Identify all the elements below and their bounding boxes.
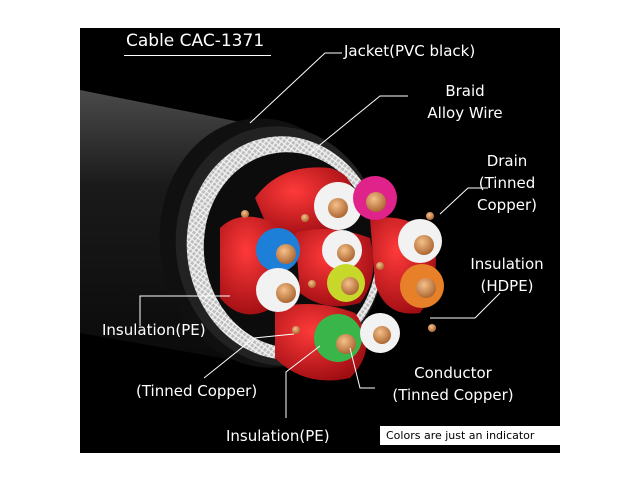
diagram-title: Cable CAC-1371 (126, 31, 265, 51)
label-insulation-pe-left: Insulation(PE) (102, 321, 206, 339)
wire-white-1 (314, 182, 362, 230)
cable-cross-section (80, 52, 501, 418)
drain-wires (241, 210, 436, 334)
label-conductor-line2: (Tinned Copper) (392, 386, 514, 404)
title-underline (124, 55, 271, 56)
callout-hdpe (430, 292, 501, 319)
wire-pink (353, 176, 397, 220)
label-tinned-copper-left: (Tinned Copper) (136, 382, 258, 400)
wire-blue (256, 228, 300, 272)
label-insulation-hdpe-line2: (HDPE) (480, 277, 534, 295)
label-jacket: Jacket(PVC black) (344, 42, 476, 60)
label-drain-line1: Drain (486, 152, 528, 170)
label-braid-line2: Alloy Wire (427, 104, 503, 122)
cable-diagram: Cable CAC-1371 Jacket(PVC black) Braid A… (80, 28, 560, 453)
wire-white-3 (398, 219, 442, 263)
color-disclaimer-note: Colors are just an indicator (380, 426, 560, 445)
label-braid: Braid Alloy Wire (410, 80, 520, 124)
wire-white-2 (322, 230, 362, 270)
wire-green (314, 314, 362, 362)
label-drain-line2: (Tinned (478, 174, 536, 192)
label-drain-line3: Copper) (477, 196, 537, 214)
callout-insul-pe-bottom (285, 345, 321, 418)
wire-yellow (327, 264, 365, 302)
wire-white-4 (256, 268, 300, 312)
label-insulation-hdpe-line1: Insulation (470, 255, 544, 273)
label-drain: Drain (Tinned Copper) (472, 150, 542, 216)
label-conductor: Conductor (Tinned Copper) (378, 362, 528, 406)
callout-conductor (349, 347, 375, 389)
wire-orange (400, 264, 444, 308)
label-insulation-hdpe: Insulation (HDPE) (462, 253, 552, 297)
callout-tinned-left (203, 333, 295, 379)
wire-white-5 (360, 313, 400, 353)
callout-insul-pe-left (139, 295, 230, 326)
callout-lines (139, 52, 501, 418)
label-conductor-line1: Conductor (414, 364, 492, 382)
callout-jacket (249, 52, 342, 124)
callout-braid (309, 95, 408, 154)
label-insulation-pe-bottom: Insulation(PE) (226, 427, 330, 445)
callout-drain (439, 187, 488, 215)
label-braid-line1: Braid (445, 82, 485, 100)
